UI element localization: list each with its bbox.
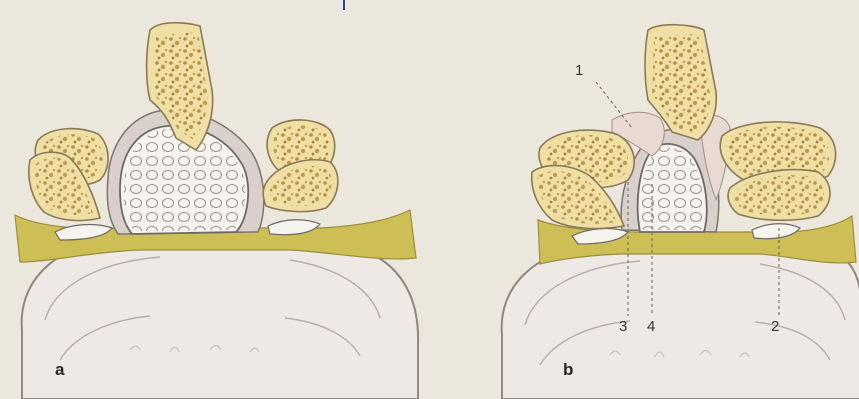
- panel-a-illustration: [15, 23, 418, 399]
- callout-4: 4: [647, 318, 655, 335]
- panel-b-illustration: [502, 25, 859, 399]
- callout-3: 3: [619, 318, 627, 335]
- callout-1: 1: [575, 62, 583, 79]
- vertebral-body-b: [502, 238, 859, 399]
- vertebral-body-a: [22, 234, 418, 399]
- panel-label-b: b: [563, 360, 573, 380]
- panel-label-a: a: [55, 360, 64, 380]
- callout-2: 2: [771, 318, 779, 335]
